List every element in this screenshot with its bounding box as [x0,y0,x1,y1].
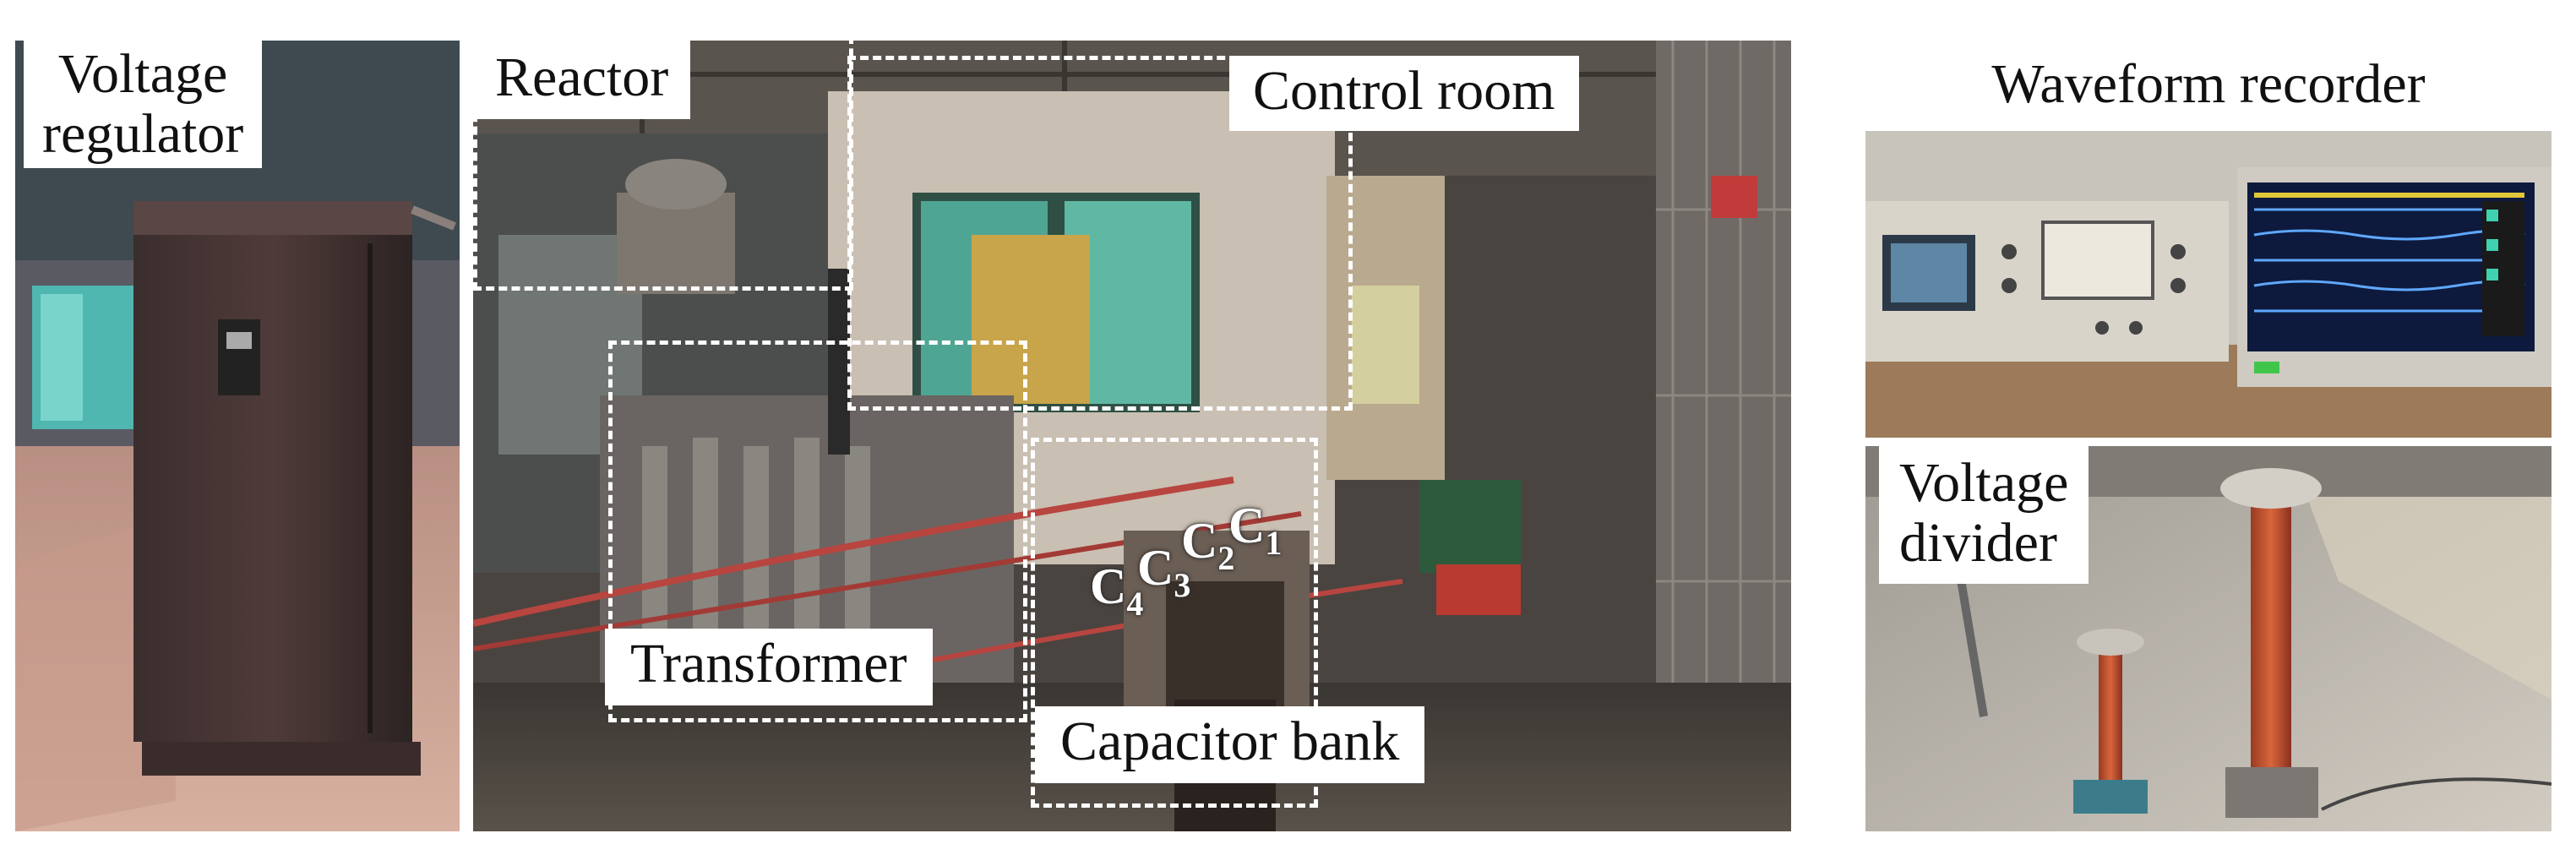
transformer-label: Transformer [605,629,933,706]
voltage-divider-label-line1: Voltage [1899,452,2069,514]
capacitor-c1-marker: C1 [1228,497,1282,563]
transformer-box [608,340,1027,722]
capacitor-c1-letter: C [1228,498,1266,553]
voltage-regulator-label-line2: regulator [42,103,244,166]
voltage-regulator-label-line1: Voltage [57,43,228,105]
capacitor-bank-label: Capacitor bank [1035,706,1425,784]
capacitor-c2-subscript: 2 [1217,539,1235,577]
capacitor-c4-letter: C [1090,558,1127,614]
voltage-regulator-photo: Voltage regulator [15,41,460,831]
capacitor-c4-marker: C4 [1090,558,1143,624]
lab-overview-photo: Reactor Control room Transformer Capacit… [473,41,1791,831]
control-room-label: Control room [1229,56,1579,132]
capacitor-c1-subscript: 1 [1265,524,1283,562]
capacitor-c2-marker: C2 [1181,512,1234,578]
capacitor-bank-box [1031,438,1318,808]
waveform-recorder-photo: Waveform recorder [1865,41,2551,438]
capacitor-c3-subscript: 3 [1174,566,1191,604]
reactor-label: Reactor [473,41,691,120]
capacitor-c2-letter: C [1181,513,1218,569]
capacitor-c4-subscript: 4 [1126,585,1144,623]
capacitor-c3-letter: C [1137,540,1174,596]
voltage-regulator-label: Voltage regulator [24,41,263,168]
voltage-divider-label: Voltage divider [1879,446,2089,584]
voltage-divider-label-line2: divider [1899,512,2057,575]
waveform-recorder-label: Waveform recorder [1865,41,2551,132]
voltage-regulator-scene [15,41,460,831]
voltage-divider-photo: Voltage divider [1865,446,2551,831]
lab-overview-scene [473,41,1791,831]
capacitor-c3-marker: C3 [1137,539,1190,605]
control-room-box [847,56,1353,411]
